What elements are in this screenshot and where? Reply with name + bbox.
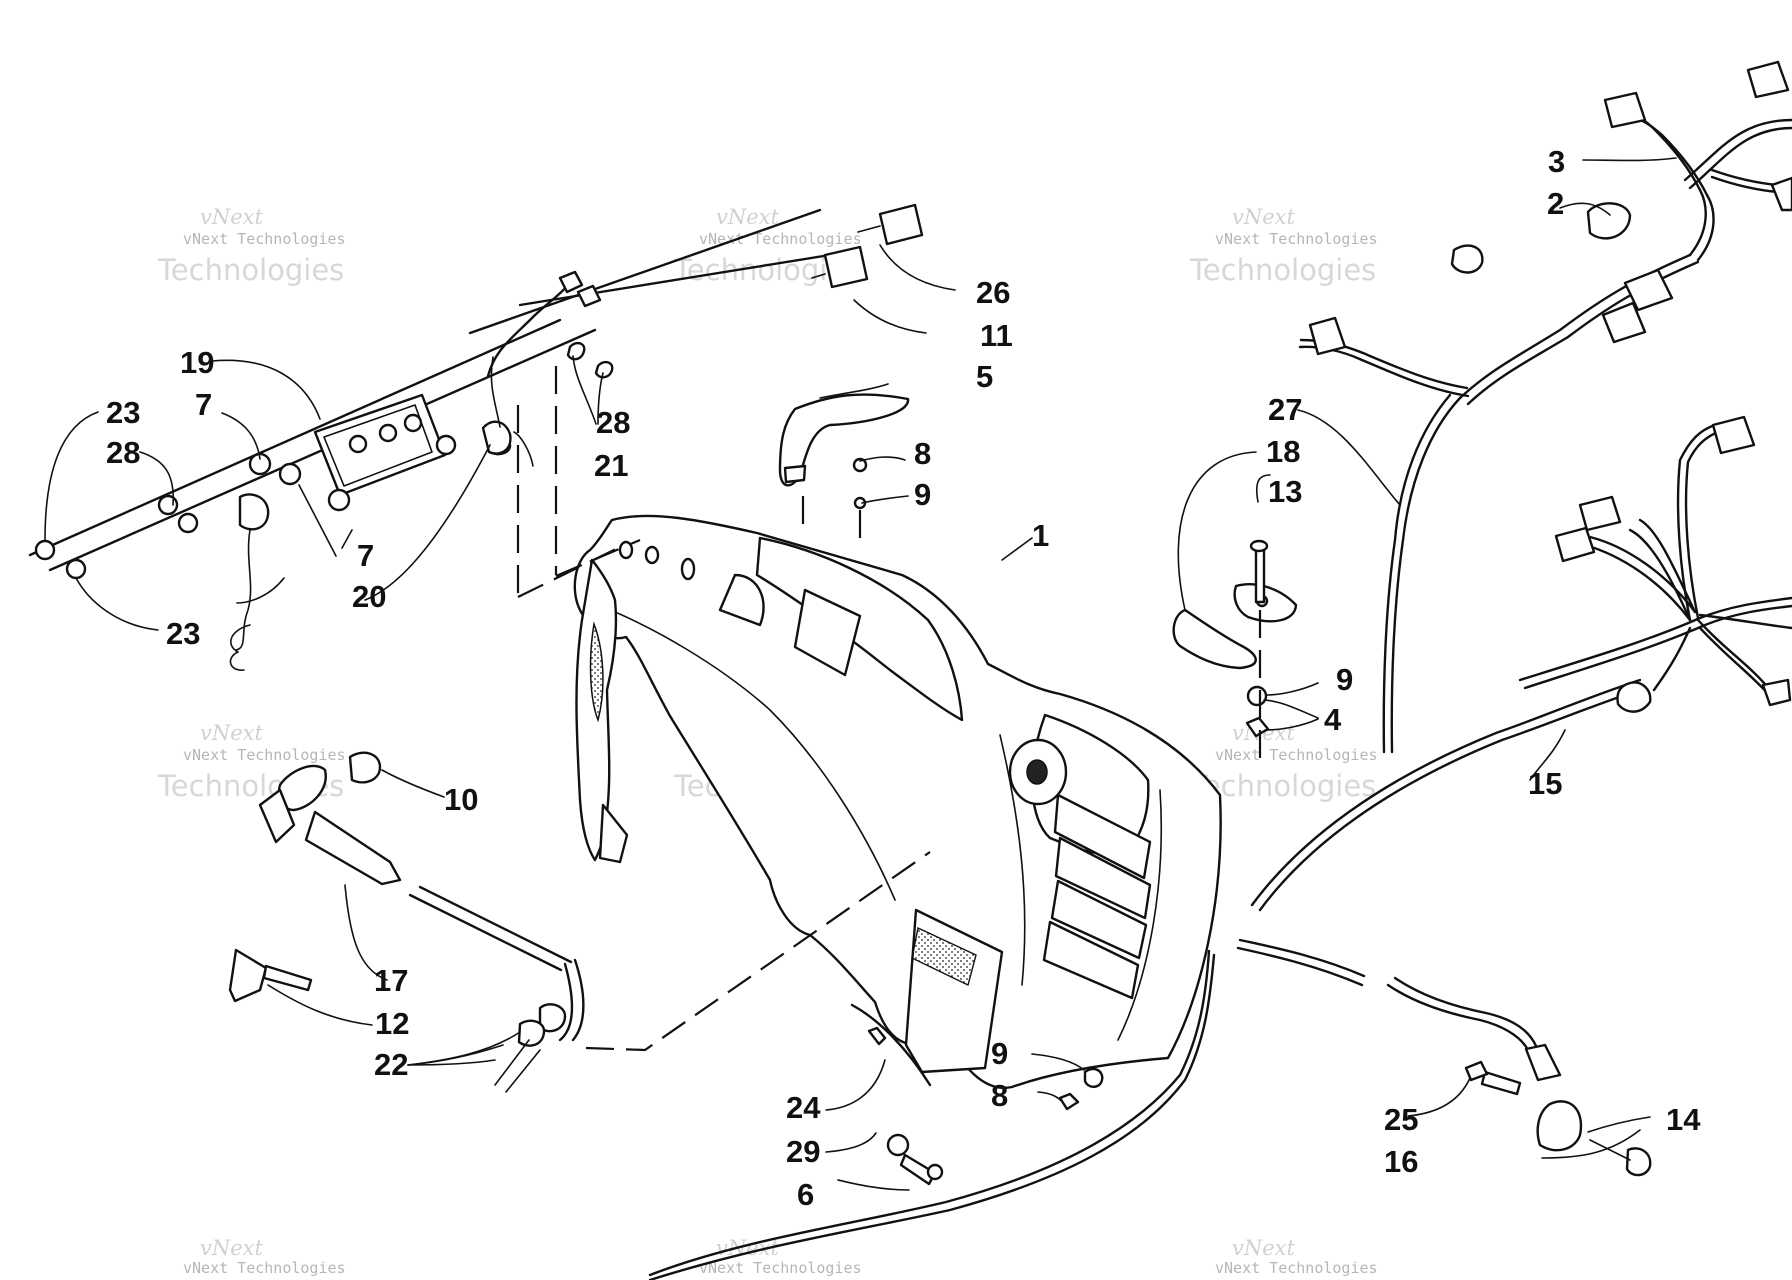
watermark-top-left: vNext vNext Technologies Technologies xyxy=(157,205,346,287)
callout-2: 2 xyxy=(1547,186,1564,221)
right-bracket-and-fasteners xyxy=(228,244,1652,1186)
watermark-line-one: vNext xyxy=(200,1236,264,1260)
watermark-line-one: vNext xyxy=(200,721,264,745)
watermark-line-one: vNext xyxy=(1232,1236,1296,1260)
callout-3: 3 xyxy=(1548,144,1565,179)
callout-11: 11 xyxy=(980,318,1013,353)
watermark-line-two: vNext Technologies xyxy=(1215,746,1378,764)
callout-9-top: 9 xyxy=(914,477,931,512)
watermark-line-one: vNext xyxy=(200,205,264,229)
watermark-bottom-center: vNext vNext Technologies xyxy=(699,1236,862,1277)
watermark-line-one: vNext xyxy=(1232,205,1296,229)
watermark-line-one: vNext xyxy=(716,205,780,229)
watermark-line-two: vNext Technologies xyxy=(699,1259,862,1277)
callout-4: 4 xyxy=(1324,702,1342,737)
watermark-mid-right: vNext vNext Technologies Technologies xyxy=(1189,721,1378,803)
callout-19: 19 xyxy=(180,345,214,380)
callout-9-bottom: 9 xyxy=(991,1036,1008,1071)
callout-23-top: 23 xyxy=(106,395,140,430)
watermark-line-two: vNext Technologies xyxy=(1215,1259,1378,1277)
watermark-line-two: vNext Technologies xyxy=(183,230,346,248)
callout-13: 13 xyxy=(1268,474,1302,509)
callout-7-top: 7 xyxy=(195,387,212,422)
callout-10: 10 xyxy=(444,782,478,817)
callout-15: 15 xyxy=(1528,766,1562,801)
callout-25: 25 xyxy=(1384,1102,1418,1137)
watermark-line-two: vNext Technologies xyxy=(183,1259,346,1277)
callout-28-left: 28 xyxy=(106,435,140,470)
callout-29: 29 xyxy=(786,1134,820,1169)
callout-16: 16 xyxy=(1384,1144,1418,1179)
parts-drawing xyxy=(28,60,1792,1280)
watermark-line-three: Technologies xyxy=(157,253,344,287)
callout-8-bottom: 8 xyxy=(991,1078,1008,1113)
watermark-line-two: vNext Technologies xyxy=(1215,230,1378,248)
callout-8-top: 8 xyxy=(914,436,931,471)
callout-1: 1 xyxy=(1032,518,1049,553)
watermark-line-two: vNext Technologies xyxy=(183,746,346,764)
callout-5: 5 xyxy=(976,359,993,394)
part-27-wire-harness xyxy=(1236,60,1792,1082)
callout-18: 18 xyxy=(1266,434,1300,469)
callout-21: 21 xyxy=(594,448,628,483)
callout-24: 24 xyxy=(786,1090,821,1125)
callout-17: 17 xyxy=(374,963,408,998)
watermark-line-three: Technologies xyxy=(1189,253,1376,287)
callout-23-bottom: 23 xyxy=(166,616,200,651)
watermark-bottom-right: vNext vNext Technologies xyxy=(1215,1236,1378,1277)
callout-9-middle: 9 xyxy=(1336,662,1353,697)
callout-20: 20 xyxy=(352,579,386,614)
callout-12: 12 xyxy=(375,1006,409,1041)
callout-28-right: 28 xyxy=(596,405,630,440)
callout-7-bottom: 7 xyxy=(357,538,374,573)
part-1-dashboard-housing xyxy=(573,514,1222,1280)
callout-labels: 1 2 3 4 5 6 7 7 8 8 9 9 9 10 11 12 13 14… xyxy=(106,144,1701,1212)
callout-22: 22 xyxy=(374,1047,408,1082)
leader-lines xyxy=(44,157,1677,1191)
callout-6: 6 xyxy=(797,1177,814,1212)
callout-26: 26 xyxy=(976,275,1010,310)
watermark-line-two: vNext Technologies xyxy=(699,230,862,248)
callout-27: 27 xyxy=(1268,392,1302,427)
watermark-top-right: vNext vNext Technologies Technologies xyxy=(1189,205,1378,287)
left-switch-panel-assembly xyxy=(28,203,924,671)
callout-14: 14 xyxy=(1666,1102,1701,1137)
watermark-bottom-left: vNext vNext Technologies xyxy=(183,1236,346,1277)
